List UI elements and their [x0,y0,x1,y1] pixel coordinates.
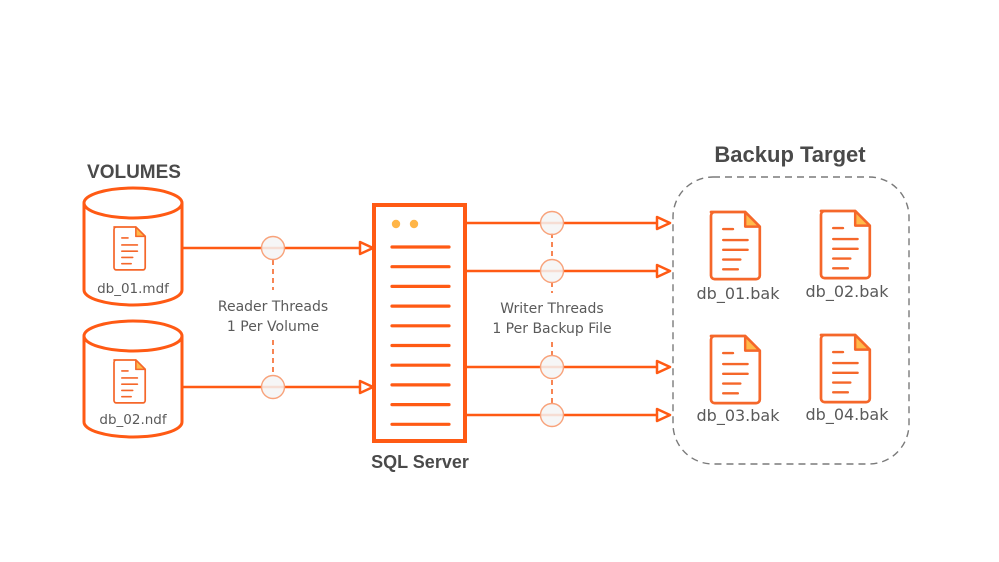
backup-target-border [672,176,910,465]
server-status-dot [391,219,401,229]
file-icon [819,333,872,404]
file-icon [113,226,147,271]
backup-file-label: db_02.bak [806,282,890,302]
server-status-dot [409,219,419,229]
backup-file-2[interactable]: db_02.bak [806,209,890,302]
server-icon [372,203,467,443]
reader-threads-sublabel: 1 Per Volume [227,319,319,335]
sql-server[interactable]: SQL Server [371,203,469,472]
arrowhead-icon [655,263,672,279]
volume-file-label: db_01.mdf [97,281,170,297]
backup-target-heading: Backup Target [714,142,866,167]
arrowhead-icon [358,240,375,256]
arrowhead-icon [358,379,375,395]
backup-file-4[interactable]: db_04.bak [806,333,890,425]
arrowhead-icon [655,215,672,231]
thread-circle-icon [539,354,565,380]
thread-circle-icon [539,258,565,284]
cylinder-top [82,319,184,353]
volume-file-label: db_02.ndf [99,412,167,428]
thread-circle-icon [539,402,565,428]
arrowhead-icon [655,359,672,375]
volume-2[interactable]: db_02.ndf [82,319,184,439]
backup-file-label: db_04.bak [806,405,890,425]
cylinder-top [82,186,184,220]
writer-threads-sublabel: 1 Per Backup File [492,321,611,337]
server-rack-lines [390,245,451,426]
volumes-heading: VOLUMES [87,162,181,183]
file-icon [709,334,762,405]
arrowhead-icon [655,407,672,423]
writer-threads: Writer Threads 1 Per Backup File [465,210,672,428]
backup-file-1[interactable]: db_01.bak [697,210,781,304]
reader-threads-label: Reader Threads [218,299,328,315]
writer-threads-label: Writer Threads [500,301,603,317]
backup-file-label: db_01.bak [697,284,781,304]
thread-circle-icon [260,235,286,261]
file-icon [819,209,872,280]
thread-circle-icon [260,374,286,400]
backup-target[interactable]: Backup Target db_01.bak db_02.bak db_03.… [672,142,910,465]
backup-file-label: db_03.bak [697,406,781,426]
file-icon [709,210,762,281]
file-icon [113,359,147,404]
backup-file-3[interactable]: db_03.bak [697,334,781,426]
thread-circle-icon [539,210,565,236]
volume-1[interactable]: db_01.mdf [82,186,184,307]
reader-threads: Reader Threads 1 Per Volume [182,235,375,400]
server-label: SQL Server [371,452,469,472]
